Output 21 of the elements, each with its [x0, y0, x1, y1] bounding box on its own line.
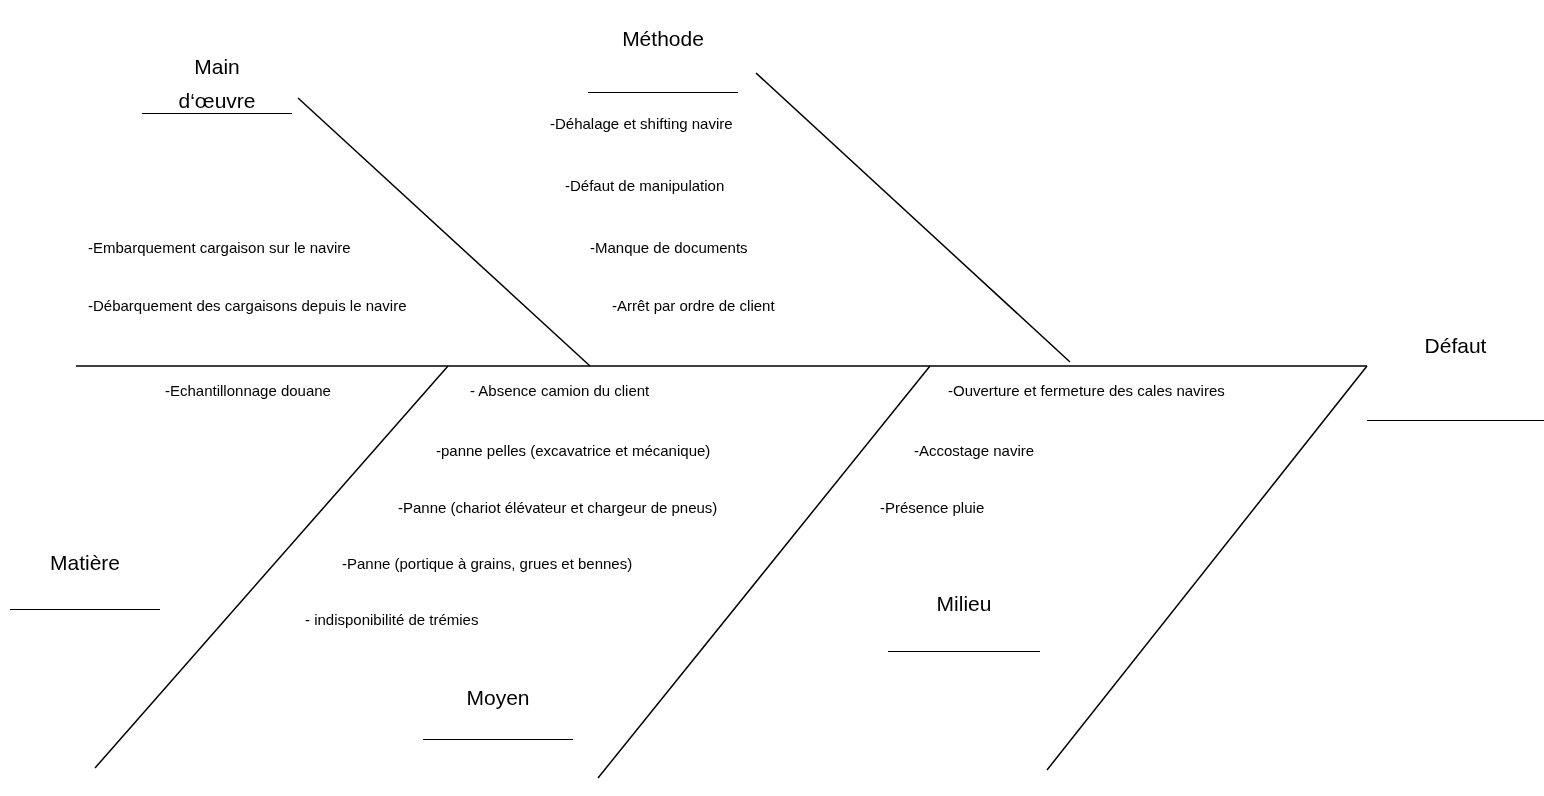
cause-text: - Absence camion du client [470, 382, 650, 400]
cause-text: -Ouverture et fermeture des cales navires [948, 382, 1225, 400]
cause-text: -Arrêt par ordre de client [612, 297, 775, 315]
cause-text: -Echantillonnage douane [165, 382, 331, 400]
cause-text: -Débarquement des cargaisons depuis le navire [88, 297, 407, 315]
cause-text: -Accostage navire [914, 442, 1035, 460]
cause-text: -Défaut de manipulation [565, 177, 725, 195]
cause-text: -Panne (chariot élévateur et chargeur de pneus) [398, 499, 718, 517]
category-label: Méthode [588, 22, 738, 93]
cause-text: -Manque de documents [590, 239, 748, 257]
cause-text: -Présence pluie [880, 499, 985, 517]
cause-text: -Panne (portique à grains, grues et bennes) [342, 555, 633, 573]
cause-text: -Embarquement cargaison sur le navire [88, 239, 351, 257]
category-label: Milieu [888, 587, 1040, 652]
category-label: Main d‘œuvre [142, 50, 292, 114]
category-label: Matière [10, 546, 160, 610]
category-label: Défaut [1367, 329, 1544, 421]
cause-text: -panne pelles (excavatrice et mécanique) [436, 442, 711, 460]
cause-text: - indisponibilité de trémies [305, 611, 479, 629]
cause-text: -Déhalage et shifting navire [550, 115, 733, 133]
category-label: Moyen [423, 681, 573, 740]
